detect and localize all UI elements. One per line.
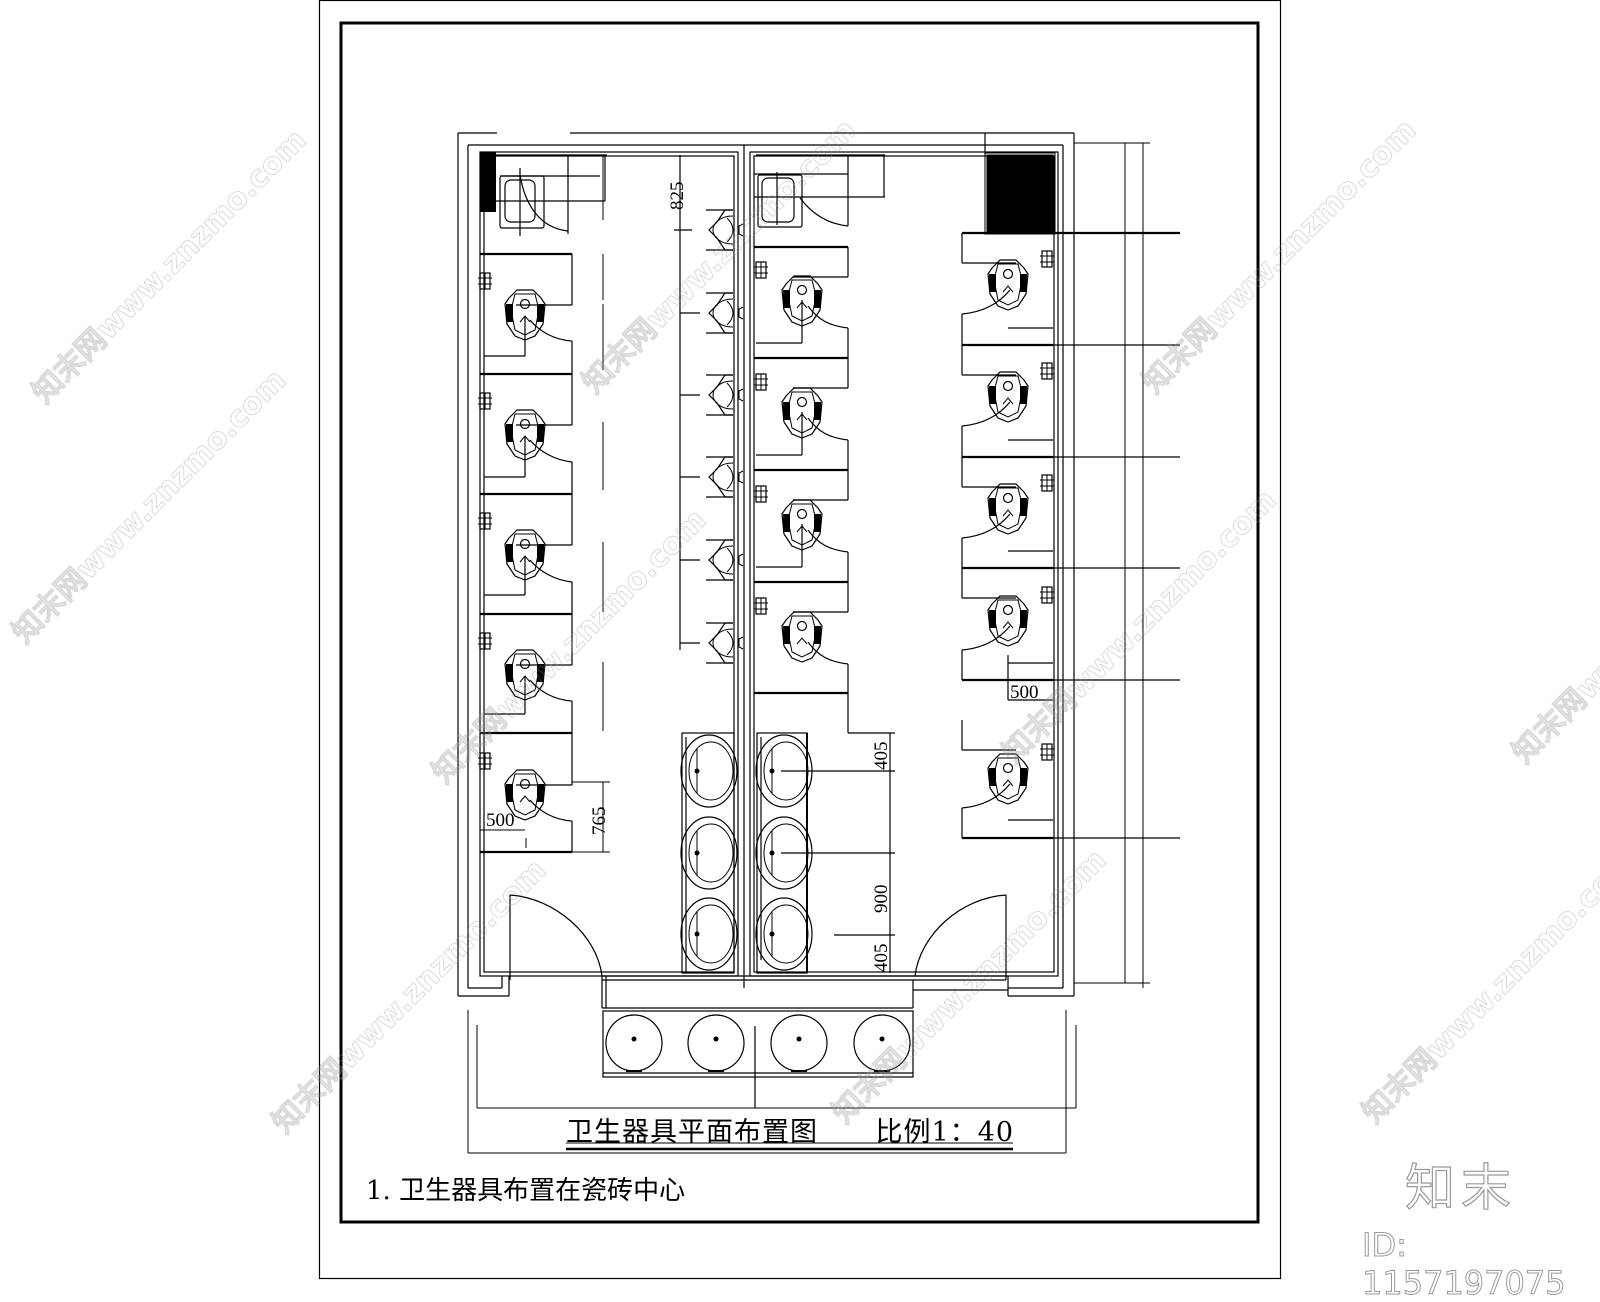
brand-logo: 知末 — [1404, 1158, 1517, 1217]
left-room-stalls — [480, 252, 573, 854]
right-dimension-lines — [1074, 142, 1150, 988]
drawing-note: 1. 卫生器具布置在瓷砖中心 — [366, 1176, 686, 1206]
inner-frame — [339, 21, 1260, 1224]
entry-door-left — [509, 894, 603, 980]
bottom-dimension-lines — [467, 1010, 1077, 1154]
pipe-shaft-left — [480, 152, 496, 212]
dim-stall-depth-left: 765 — [589, 807, 610, 836]
brand-id: ID: 1157197075 — [1362, 1226, 1567, 1302]
accessible-toilet-right — [754, 154, 885, 228]
building-walls — [457, 132, 1075, 1009]
basin-counter-left — [681, 732, 735, 974]
dim-basin-spacing: 900 — [871, 885, 892, 914]
dim-stall-width-left: 500 — [486, 810, 515, 831]
outer-frame — [318, 0, 1282, 1280]
dim-stall-width-right: 500 — [1010, 682, 1039, 703]
right-room-right-stalls — [961, 231, 1180, 840]
accessible-toilet-left — [496, 154, 607, 236]
entry-door-right — [914, 894, 1007, 980]
drawing-title: 卫生器具平面布置图 比例1：40 — [566, 1110, 1014, 1149]
shared-vanity-counter — [602, 1010, 914, 1108]
pipe-shaft-right — [986, 154, 1054, 233]
dim-urinal-spacing: 825 — [667, 182, 688, 211]
right-room-left-stalls — [754, 245, 849, 733]
drawing-title-text: 卫生器具平面布置图 — [566, 1117, 818, 1148]
drawing-scale: 比例1：40 — [875, 1117, 1015, 1148]
dim-basin-edge-bottom: 405 — [871, 944, 892, 973]
dim-basin-edge-top: 405 — [871, 742, 892, 771]
basin-counter-right — [756, 732, 895, 974]
